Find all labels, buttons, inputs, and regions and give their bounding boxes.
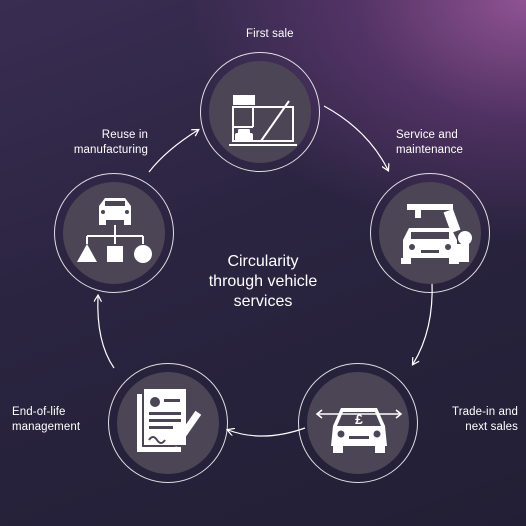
arrow-first-sale-to-service xyxy=(323,105,388,170)
label-trade-in: Trade-in and next sales xyxy=(452,406,518,433)
stage-node-reuse xyxy=(54,173,174,293)
arrow-end-of-life-to-reuse xyxy=(98,296,115,369)
svg-text:£: £ xyxy=(355,411,363,427)
stage-node-end-of-life xyxy=(108,363,228,483)
label-reuse: Reuse in manufacturing xyxy=(73,129,148,156)
stage-node-first-sale xyxy=(200,52,320,172)
arrow-reuse-to-first-sale xyxy=(148,130,198,173)
signed-document-icon xyxy=(137,387,202,452)
arrow-trade-in-to-end-of-life xyxy=(228,427,306,437)
car-trade-in-pound-icon: £ xyxy=(315,408,403,453)
label-first-sale: First sale xyxy=(246,28,294,40)
car-parts-hierarchy-icon xyxy=(77,198,152,263)
label-end-of-life: End-of-life management xyxy=(12,406,81,433)
label-service-maintenance: Service and maintenance xyxy=(396,129,463,156)
diagram-center-title: Circularity through vehicle services xyxy=(208,253,318,310)
stage-node-trade-in: £ xyxy=(298,363,418,483)
stage-node-service-maintenance xyxy=(370,173,490,293)
car-showroom-icon xyxy=(229,95,297,146)
robotic-car-service-icon xyxy=(401,204,472,264)
